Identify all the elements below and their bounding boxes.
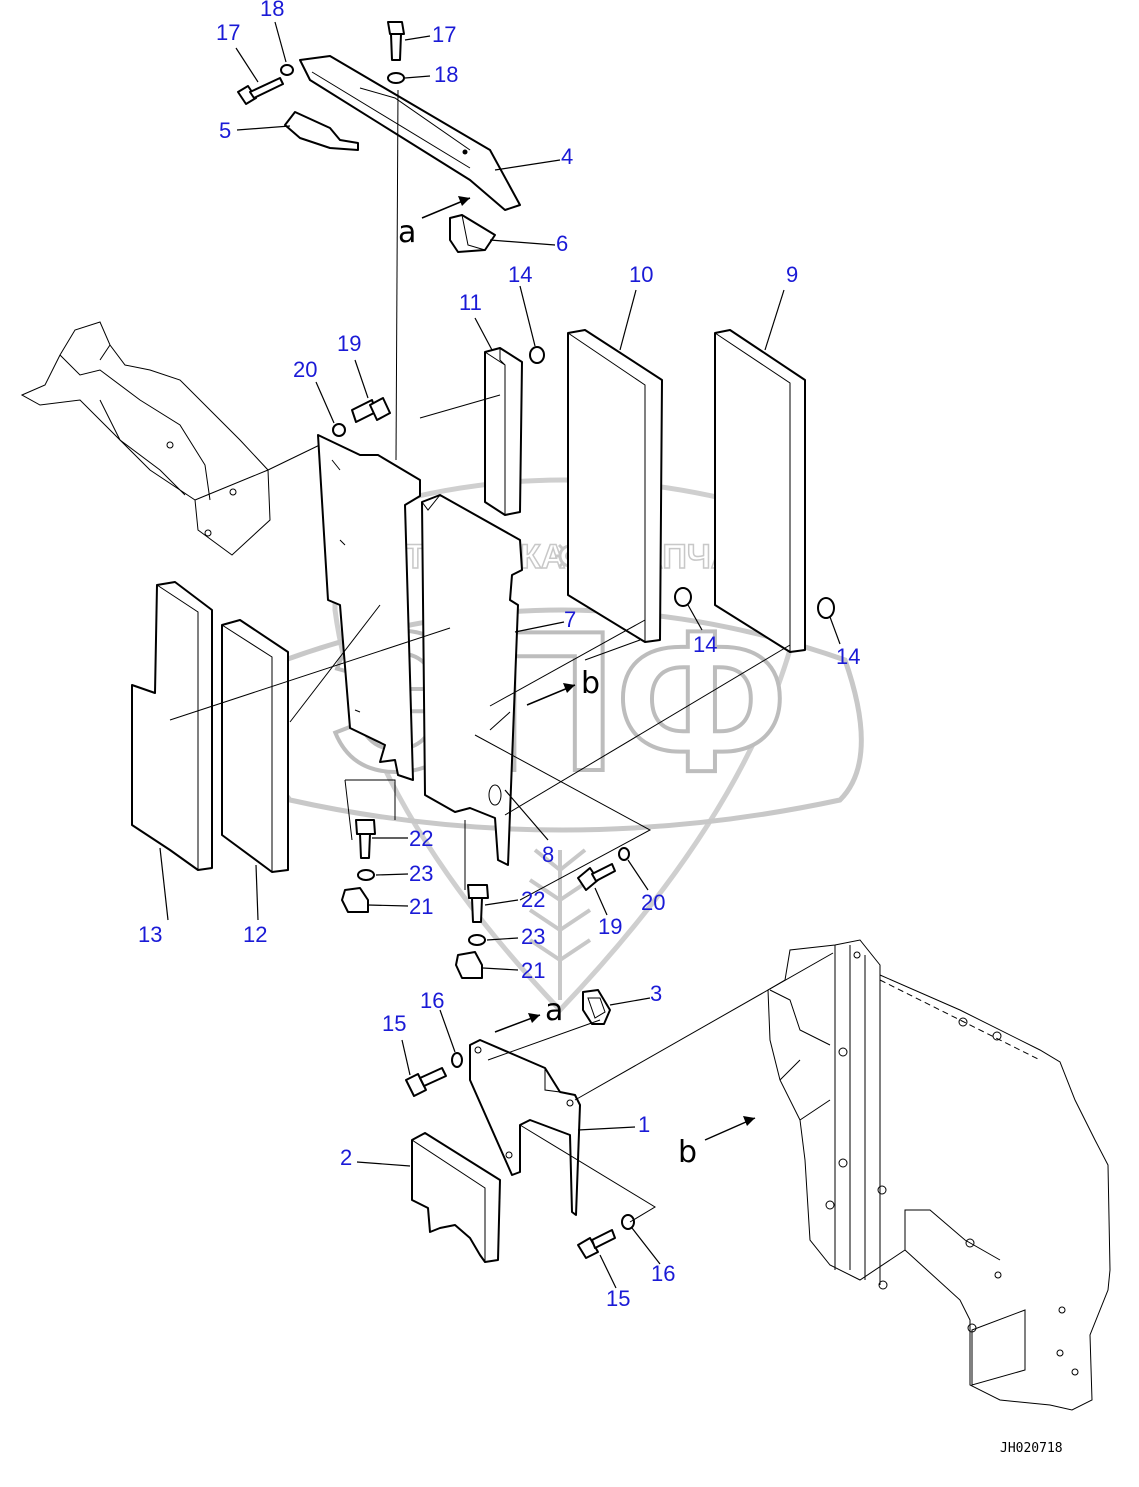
view-arrow-b-right: b: [678, 1116, 756, 1170]
washer-16b: [621, 1214, 635, 1230]
svg-text:a: a: [545, 993, 563, 1028]
callout-9: 9: [786, 262, 798, 287]
drawing-code: JH020718: [1000, 1441, 1063, 1456]
view-arrow-b-mid: b: [526, 666, 600, 706]
callout-16: 16: [651, 1261, 675, 1286]
part-5-clip: [284, 111, 359, 151]
callout-7: 7: [564, 607, 576, 632]
callout-23: 23: [409, 861, 433, 886]
svg-text:a: a: [398, 215, 416, 250]
clamp-21a: [341, 887, 369, 913]
washer-20b: [618, 847, 630, 861]
bolt-15a: [405, 1067, 447, 1097]
right-frame-fragment: [767, 939, 1111, 1411]
callout-2: 2: [340, 1145, 352, 1170]
callout-14: 14: [693, 632, 717, 657]
part-8-panel: [421, 494, 523, 866]
washer-23a: [357, 869, 375, 881]
callout-10: 10: [629, 262, 653, 287]
part-6-block: [449, 214, 496, 253]
washer-20a: [332, 423, 346, 437]
part-10-pad: [567, 329, 663, 643]
view-arrow-a-bottom: a: [494, 993, 563, 1033]
bolt-19b: [577, 863, 616, 891]
svg-text:b: b: [581, 666, 600, 701]
callout-20: 20: [293, 357, 317, 382]
callout-14: 14: [508, 262, 532, 287]
washer-16a: [451, 1052, 463, 1068]
washer-18b: [387, 72, 405, 84]
part-14-grommets: [529, 346, 835, 619]
callout-15: 15: [606, 1286, 630, 1311]
part-12-pad: [221, 619, 289, 873]
bottom-leader-lines: [487, 952, 834, 1223]
part-7-panel: [317, 434, 421, 781]
callout-21: 21: [409, 894, 433, 919]
left-frame-fragment: [20, 321, 331, 556]
washer-18a: [280, 64, 294, 76]
callout-20: 20: [641, 890, 665, 915]
washer-23b: [468, 934, 486, 946]
callout-numbers: 17 18 17 18 5 4 6 11 14 10 9 19 20 7 14 …: [138, 0, 860, 1311]
callout-13: 13: [138, 922, 162, 947]
bolt-22b: [467, 884, 489, 923]
bolt-15b: [577, 1229, 616, 1259]
part-1-bracket: [469, 1039, 581, 1216]
view-arrow-a-top: a: [398, 196, 471, 250]
callout-18: 18: [260, 0, 284, 21]
callout-8: 8: [542, 842, 554, 867]
callout-4: 4: [561, 144, 573, 169]
callout-15: 15: [382, 1011, 406, 1036]
callout-14: 14: [836, 644, 860, 669]
callout-12: 12: [243, 922, 267, 947]
part-3-plate: [582, 989, 611, 1025]
callout-22: 22: [521, 887, 545, 912]
callout-18: 18: [434, 62, 458, 87]
callout-16: 16: [420, 988, 444, 1013]
callout-23: 23: [521, 924, 545, 949]
part-13-pad: [131, 581, 213, 871]
callout-19: 19: [337, 331, 361, 356]
svg-text:b: b: [678, 1135, 697, 1170]
bolt-19a: [351, 397, 391, 423]
callout-6: 6: [556, 231, 568, 256]
part-9-pad: [714, 329, 806, 653]
part-2-cover: [411, 1132, 501, 1263]
callout-leaders: [159, 21, 841, 1289]
bolt-22a: [355, 819, 376, 859]
callout-21: 21: [521, 958, 545, 983]
callout-19: 19: [598, 914, 622, 939]
callout-17: 17: [432, 22, 456, 47]
callout-11: 11: [459, 290, 482, 315]
callout-17: 17: [216, 20, 240, 45]
part-4-bracket: [299, 55, 521, 211]
callout-5: 5: [219, 118, 231, 143]
watermark-wheat: [528, 848, 592, 1000]
assembly-lines: [169, 394, 791, 901]
part-11-pad: [484, 347, 523, 516]
callout-3: 3: [650, 981, 662, 1006]
callout-1: 1: [638, 1112, 650, 1137]
bolt-17a: [237, 77, 284, 105]
clamp-21b: [455, 951, 483, 979]
bolt-17b: [387, 21, 405, 61]
callout-22: 22: [409, 826, 433, 851]
